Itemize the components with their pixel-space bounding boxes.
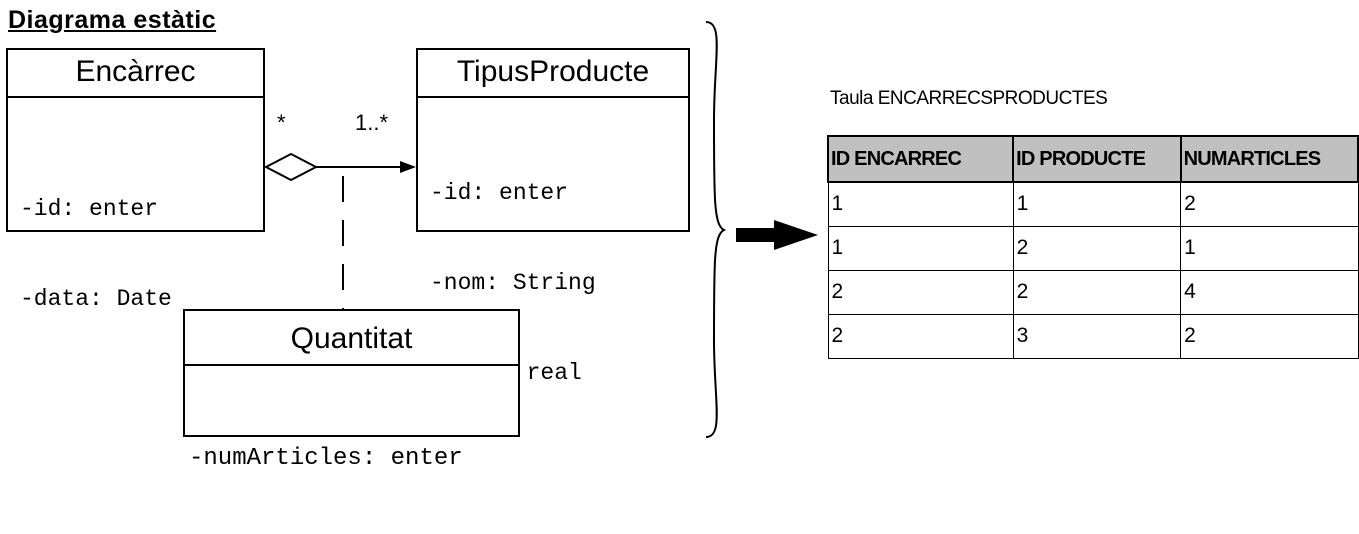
table-cell: 2: [1180, 313, 1359, 359]
table-row: 2 3 2: [827, 313, 1359, 359]
multiplicity-left: *: [277, 110, 286, 135]
table-cell: 1: [1012, 181, 1182, 227]
navigability-arrowhead: [400, 161, 416, 173]
column-header: ID ENCARREC: [826, 135, 1015, 183]
column-header: ID PRODUCTE: [1012, 135, 1182, 183]
attribute: -numArticles: enter: [189, 445, 463, 472]
table-cell: 4: [1180, 269, 1359, 315]
class-encarrec-name: Encàrrec: [8, 50, 263, 98]
table-cell: 2: [827, 269, 1014, 315]
table-cell: 2: [1012, 269, 1182, 315]
class-tipus-producte: TipusProducte -id: enter -nom: String -p…: [416, 48, 690, 386]
attribute: -id: enter: [20, 196, 159, 222]
class-tipus-producte-name: TipusProducte: [418, 50, 688, 98]
curly-brace: [705, 21, 727, 438]
class-encarrec: Encàrrec -id: enter -data: Date: [6, 48, 265, 312]
class-quantitat-name: Quantitat: [185, 311, 518, 366]
encarrecsproductes-table: ID ENCARREC ID PRODUCTE NUMARTICLES 1 1 …: [826, 135, 1359, 359]
table-cell: 2: [1180, 181, 1359, 227]
table-cell: 2: [827, 313, 1014, 359]
multiplicity-right: 1..*: [355, 110, 389, 135]
column-header: NUMARTICLES: [1179, 135, 1359, 183]
table-row: 1 1 2: [827, 181, 1359, 227]
table-cell: 1: [827, 181, 1014, 227]
diagram-title: Diagrama estàtic: [8, 6, 217, 34]
table-header-row: ID ENCARREC ID PRODUCTE NUMARTICLES: [826, 135, 1359, 183]
attribute: -id: enter: [430, 180, 569, 206]
table-row: 2 2 4: [827, 269, 1359, 315]
attribute: -nom: String: [430, 270, 596, 296]
table-caption: Taula ENCARRECSPRODUCTES: [830, 88, 1108, 109]
table-cell: 3: [1012, 313, 1182, 359]
table-cell: 1: [827, 225, 1014, 271]
table-cell: 2: [1012, 225, 1182, 271]
table-row: 1 2 1: [827, 225, 1359, 271]
attribute: -data: Date: [20, 286, 172, 312]
table-cell: 1: [1180, 225, 1359, 271]
right-arrow-icon: [736, 220, 818, 250]
diagram-connectors: [263, 21, 818, 438]
class-encarrec-attributes: -id: enter -data: Date: [8, 98, 263, 374]
aggregation-diamond: [263, 152, 319, 182]
